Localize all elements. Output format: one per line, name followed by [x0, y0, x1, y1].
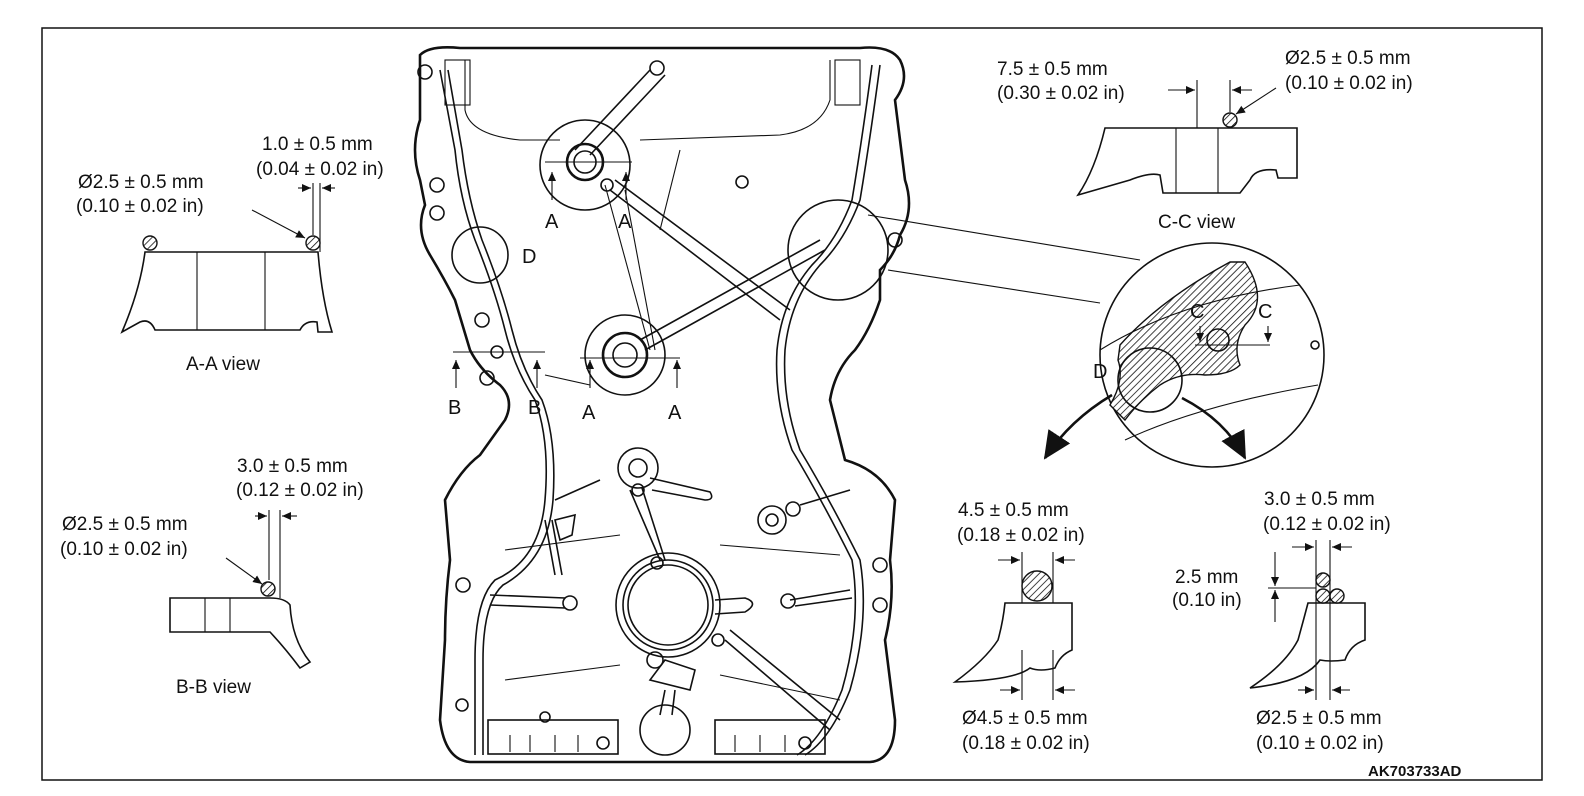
- d-right-dim1-in: (0.12 ± 0.02 in): [1263, 514, 1391, 535]
- marker-d-detail: D: [1093, 361, 1107, 383]
- marker-a-lower-left: A: [582, 402, 596, 424]
- figure-id: AK703733AD: [1368, 763, 1462, 780]
- d-left-dim1-mm: 4.5 ± 0.5 mm: [958, 500, 1069, 521]
- cc-view: 7.5 ± 0.5 mm (0.30 ± 0.02 in) Ø2.5 ± 0.5…: [997, 48, 1413, 233]
- cc-dia-in: (0.10 ± 0.02 in): [1285, 73, 1413, 94]
- marker-a-top-right: A: [618, 211, 632, 233]
- bb-bead: [260, 581, 276, 597]
- d-right-dim1-mm: 3.0 ± 0.5 mm: [1264, 489, 1375, 510]
- section-lines-main: A A B B A A D: [448, 161, 682, 424]
- aa-bead-right: [305, 235, 321, 251]
- cc-bead: [1222, 112, 1238, 128]
- d-right-gap-in: (0.10 in): [1172, 590, 1242, 611]
- bb-dim1-in: (0.12 ± 0.02 in): [236, 480, 364, 501]
- timing-chain-case-drawing: [413, 46, 911, 764]
- aa-view-title: A-A view: [186, 354, 260, 375]
- figure-frame: [41, 27, 1543, 781]
- magnified-detail: C C D: [867, 214, 1325, 468]
- d-left-dia-mm: Ø4.5 ± 0.5 mm: [962, 708, 1088, 729]
- marker-d-main: D: [522, 246, 536, 268]
- d-detail-right-view: 3.0 ± 0.5 mm (0.12 ± 0.02 in) 2.5 mm (0.…: [1172, 489, 1391, 754]
- marker-b-right: B: [528, 397, 541, 419]
- d-right-dia-in: (0.10 ± 0.02 in): [1256, 733, 1384, 754]
- d-detail-left-view: 4.5 ± 0.5 mm (0.18 ± 0.02 in) Ø4.5 ± 0.5…: [952, 500, 1090, 754]
- aa-dia-mm: Ø2.5 ± 0.5 mm: [78, 172, 204, 193]
- aa-bead-left: [142, 235, 158, 251]
- marker-c-right: C: [1258, 301, 1272, 323]
- cc-dia-mm: Ø2.5 ± 0.5 mm: [1285, 48, 1411, 69]
- aa-dia-in: (0.10 ± 0.02 in): [76, 196, 204, 217]
- marker-c-left: C: [1190, 301, 1204, 323]
- bb-dim1-mm: 3.0 ± 0.5 mm: [237, 456, 348, 477]
- marker-b-left: B: [448, 397, 461, 419]
- d-left-bead: [1021, 570, 1053, 602]
- bb-view-title: B-B view: [176, 677, 251, 698]
- cc-view-title: C-C view: [1158, 212, 1235, 233]
- d-right-dia-mm: Ø2.5 ± 0.5 mm: [1256, 708, 1382, 729]
- aa-view: 1.0 ± 0.5 mm (0.04 ± 0.02 in) Ø2.5 ± 0.5…: [76, 134, 384, 375]
- curved-arrow-right: [1181, 396, 1247, 460]
- d-left-dim1-in: (0.18 ± 0.02 in): [957, 525, 1085, 546]
- marker-a-lower-right: A: [668, 402, 682, 424]
- cc-dim1-in: (0.30 ± 0.02 in): [997, 83, 1125, 104]
- aa-dim1-in: (0.04 ± 0.02 in): [256, 159, 384, 180]
- d-right-bead-right: [1329, 588, 1345, 604]
- bb-dia-in: (0.10 ± 0.02 in): [60, 539, 188, 560]
- cc-dim1-mm: 7.5 ± 0.5 mm: [997, 59, 1108, 80]
- d-left-dia-in: (0.18 ± 0.02 in): [962, 733, 1090, 754]
- bb-view: 3.0 ± 0.5 mm (0.12 ± 0.02 in) Ø2.5 ± 0.5…: [60, 456, 364, 698]
- d-right-gap-mm: 2.5 mm: [1175, 567, 1238, 588]
- aa-dim1-mm: 1.0 ± 0.5 mm: [262, 134, 373, 155]
- marker-a-top-left: A: [545, 211, 559, 233]
- d-right-bead-left: [1315, 588, 1331, 604]
- bb-dia-mm: Ø2.5 ± 0.5 mm: [62, 514, 188, 535]
- d-right-bead-top: [1315, 572, 1331, 588]
- curved-arrow-left: [1043, 393, 1113, 460]
